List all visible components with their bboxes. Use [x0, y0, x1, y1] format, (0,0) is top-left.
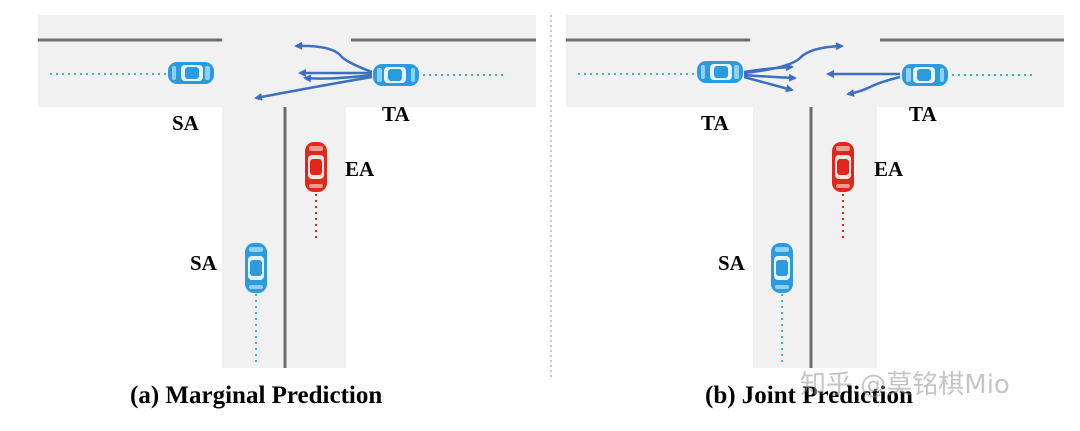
label-sa-bottom-b: SA — [718, 251, 746, 275]
ta-left-prediction-arrows-b — [743, 42, 844, 93]
road-lines-a — [38, 38, 536, 368]
curb-corners-b — [566, 107, 904, 134]
label-sa-bottom: SA — [190, 251, 218, 275]
panel-a: SA TA EA SA — [38, 15, 536, 368]
label-ta-right: TA — [909, 102, 937, 126]
road-surface-a — [38, 15, 536, 368]
road-surface-b — [566, 15, 1064, 368]
trails-a — [50, 73, 505, 362]
ta-prediction-arrows-a — [254, 41, 373, 101]
label-sa-top: SA — [172, 111, 200, 135]
watermark: 知乎 @莫铭棋Mio — [800, 370, 1010, 400]
caption-joint-prediction: (b) Joint Prediction — [705, 382, 913, 409]
label-ea-b: EA — [874, 157, 904, 181]
label-ta: TA — [382, 102, 410, 126]
road-lines-b — [566, 38, 1064, 368]
panel-b: TA TA EA SA — [566, 15, 1064, 368]
ta-right-prediction-arrows-b — [826, 70, 901, 97]
caption-marginal-prediction: (a) Marginal Prediction — [130, 382, 383, 409]
curb-corners-a — [38, 107, 373, 134]
label-ta-left: TA — [701, 111, 729, 135]
label-ea: EA — [345, 157, 375, 181]
trails-b — [578, 73, 1032, 362]
